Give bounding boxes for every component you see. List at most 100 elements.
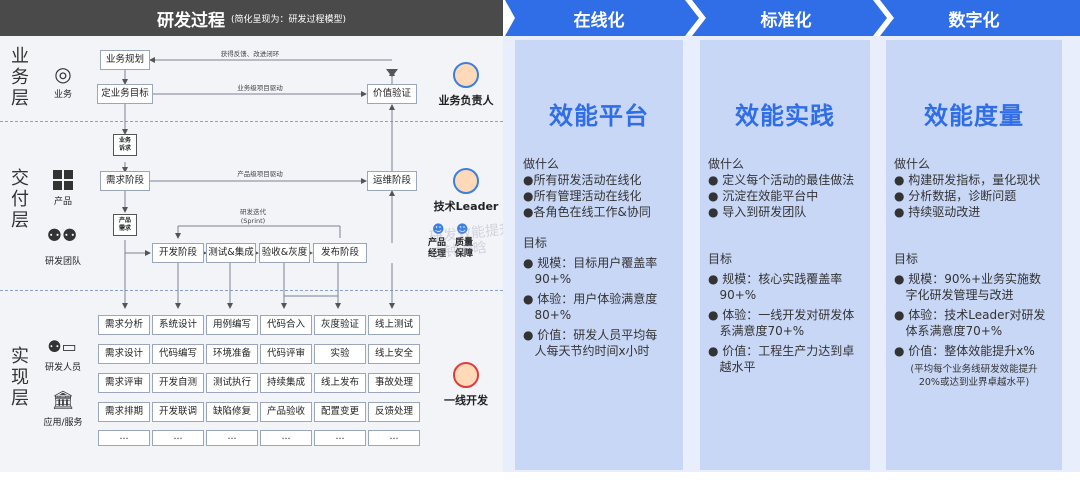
grid-cell: 代码评审	[260, 344, 312, 364]
card-title: 效能度量	[924, 102, 1024, 130]
side-label-developer: 研发人员	[44, 363, 81, 373]
goal-item: ● 体验：用户体验满意度 80+%	[523, 292, 658, 322]
what-label: 做什么	[708, 157, 745, 171]
pm-avatar-icon: ☻	[432, 222, 445, 236]
person-developer: 一线开发	[428, 362, 504, 408]
process-title: 研发过程	[156, 10, 225, 31]
team-icon: ⚉⚉	[46, 226, 78, 246]
what-item: ● 分析数据，诊断问题	[894, 189, 1017, 203]
avatar-icon	[453, 62, 479, 88]
note-sprint: 研发迭代 (Sprint)	[240, 208, 266, 225]
avatar-icon	[453, 168, 479, 194]
goal-label: 目标	[894, 252, 919, 266]
grid-cell: ...	[314, 430, 366, 446]
grid-cell: ...	[260, 430, 312, 446]
header-digital: 数字化	[948, 10, 1000, 31]
goal-label: 目标	[708, 252, 733, 266]
grid-cell: 缺陷修复	[206, 402, 258, 422]
card-online: 效能平台 做什么 ●所有研发活动在线化 ●所有管理活动在线化 ●各角色在线工作&…	[515, 40, 683, 470]
building-icon: 🏛	[51, 390, 75, 411]
box-ops-stage: 运维阶段	[367, 171, 417, 191]
grid-cell: 灰度验证	[314, 315, 366, 335]
header-online: 在线化	[573, 10, 625, 31]
what-item: ● 构建研发指标，量化现状	[894, 173, 1041, 187]
layer-business: 业务层	[11, 46, 29, 109]
funnel-icon	[386, 69, 398, 77]
what-item: ●各角色在线工作&协同	[523, 205, 651, 219]
grid-cell: 需求排期	[98, 402, 150, 422]
grid-cell: 配置变更	[314, 402, 366, 422]
what-label: 做什么	[523, 157, 560, 171]
grid-cell: 实验	[314, 344, 366, 364]
grid-cell: 线上发布	[314, 373, 366, 393]
qa-avatar-icon: ☻	[456, 222, 469, 236]
process-header: 研发过程 (简化呈现为：研发过程模型)	[0, 0, 503, 36]
grid-cell: 代码合入	[260, 315, 312, 335]
what-label: 做什么	[894, 157, 931, 171]
note-feedback: 获得反馈、改进闭环	[220, 50, 280, 58]
avatar-icon	[453, 362, 479, 388]
layer-divider	[0, 290, 503, 291]
grid-cell: 线上测试	[368, 315, 420, 335]
person-biz-owner: 业务负责人	[428, 62, 504, 108]
what-item: ● 导入到研发团队	[708, 205, 807, 219]
box-release-stage: 发布阶段	[313, 243, 367, 263]
card-digital: 效能度量 做什么 ● 构建研发指标，量化现状 ● 分析数据，诊断问题 ● 持续驱…	[886, 40, 1062, 470]
developer-icon: ⚉▭	[47, 337, 77, 356]
goal-item: ● 价值：研发人员平均每 人每天节约时间x小时	[523, 328, 658, 358]
flow-connectors	[122, 57, 398, 309]
target-icon: ◎	[54, 62, 72, 86]
note-product-drive: 产品级项目驱动	[237, 170, 283, 178]
what-item: ● 沉淀在效能平台中	[708, 189, 819, 203]
grid-cell: 代码编写	[152, 344, 204, 364]
side-label-rd-team: 研发团队	[44, 257, 81, 267]
what-item: ● 持续驱动改进	[894, 205, 981, 219]
box-biz-goal: 定业务目标	[97, 84, 153, 104]
box-check-stage: 验收&灰度	[259, 243, 310, 263]
label-pm: 产品 经理	[428, 238, 447, 259]
box-dev-stage: 开发阶段	[152, 243, 204, 263]
layer-implementation: 实现层	[11, 346, 29, 409]
layer-divider	[0, 121, 503, 122]
chevron-banner	[505, 0, 1080, 36]
what-item: ● 定义每个活动的最佳做法	[708, 173, 855, 187]
grid-cell: 产品验收	[260, 402, 312, 422]
grid-cell: 环境准备	[206, 344, 258, 364]
goal-item: ● 体验：技术Leader对研发 体系满意度70+%	[894, 308, 1046, 338]
grid-cell: 开发自测	[152, 373, 204, 393]
goal-item: ● 规模：90%+业务实施数 字化研发管理与改进	[894, 272, 1042, 302]
side-label-product: 产品	[53, 197, 72, 207]
grid-cell: 事故处理	[368, 373, 420, 393]
box-req-stage: 需求阶段	[100, 171, 150, 191]
side-label-business: 业务	[53, 90, 72, 100]
grid-cell: 开发联调	[152, 402, 204, 422]
grid-cell: 需求评审	[98, 373, 150, 393]
person-tech-leader: 技术Leader	[428, 168, 504, 214]
what-item: ●所有研发活动在线化	[523, 173, 642, 187]
side-label-app-service: 应用/服务	[43, 418, 83, 428]
box-biz-verify: 价值验证	[367, 84, 417, 104]
box-test-stage: 测试&集成	[206, 243, 256, 263]
grid-icon	[53, 170, 73, 190]
goal-item: ● 规模：目标用户覆盖率 90+%	[523, 256, 658, 286]
grid-cell: ...	[206, 430, 258, 446]
grid-cell: 反馈处理	[368, 402, 420, 422]
card-standard: 效能实践 做什么 ● 定义每个活动的最佳做法 ● 沉淀在效能平台中 ● 导入到研…	[700, 40, 870, 470]
grid-cell: 持续集成	[260, 373, 312, 393]
goal-item: ● 规模：核心实践覆盖率 90+%	[708, 272, 843, 302]
what-item: ●所有管理活动在线化	[523, 189, 642, 203]
box-biz-plan: 业务规划	[100, 50, 150, 70]
note-biz-drive: 业务级项目驱动	[237, 84, 283, 92]
goal-footnote: (平均每个业务线研发效能提升 20%或达到业界卓越水平)	[910, 364, 1038, 388]
layer-delivery: 交付层	[11, 168, 29, 231]
header-standard: 标准化	[760, 10, 812, 31]
grid-cell: ...	[368, 430, 420, 446]
label-qa: 质量 保障	[455, 238, 474, 259]
grid-cell: 系统设计	[152, 315, 204, 335]
process-subtitle: (简化呈现为：研发过程模型)	[230, 14, 347, 25]
grid-cell: 测试执行	[206, 373, 258, 393]
product-request-note: 产品 需求	[113, 214, 137, 236]
card-title: 效能平台	[549, 102, 649, 130]
grid-cell: ...	[98, 430, 150, 446]
grid-cell: 线上安全	[368, 344, 420, 364]
